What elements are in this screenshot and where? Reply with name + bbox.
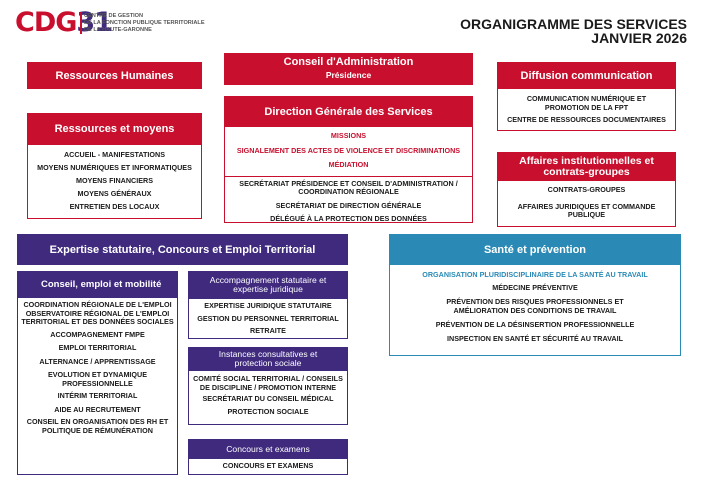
asj-item: Expertise juridique statutaire: [204, 301, 332, 310]
dgs-box: Missions Signalement des actes de violen…: [224, 126, 473, 223]
icps-box: Comité social territorial / conseils de …: [188, 370, 348, 425]
logo: CDG31: [15, 7, 113, 38]
cem-item: Aide au recrutement: [54, 404, 141, 414]
icps-header: Instances consultatives et protection so…: [188, 347, 348, 371]
rm-item: Moyens numériques et informatiques: [37, 163, 192, 172]
asj-item: Gestion du personnel territorial: [197, 313, 339, 323]
dgs-red-item: Médiation: [328, 160, 369, 169]
dgs-red-item: Signalement des actes de violence et dis…: [236, 145, 461, 155]
rh-header: Ressources Humaines: [27, 62, 202, 89]
icps-item: Protection sociale: [227, 406, 309, 416]
sp-header: Santé et prévention: [389, 234, 681, 265]
esc-header: Expertise statutaire, Concours et Emploi…: [17, 234, 348, 265]
cem-item: Evolution et dynamique professionnelle: [47, 370, 148, 388]
cem-item: Accompagnement FMPE: [50, 329, 145, 339]
sp-teal-item: Organisation pluridisciplinaire de la sa…: [422, 270, 648, 279]
dc-box: Communication numérique et promotion de …: [497, 88, 676, 131]
ce-box: Concours et examens: [188, 458, 348, 475]
rm-box: Accueil - Manifestations Moyens numériqu…: [27, 144, 202, 219]
asj-box: Expertise juridique statutaire Gestion d…: [188, 298, 348, 339]
ce-header: Concours et examens: [188, 439, 348, 459]
dgs-item: Secrétariat Présidence et Conseil d'Admi…: [239, 178, 458, 196]
rm-item: Moyens généraux: [77, 189, 152, 198]
dgs-item: Délégué à la protection des données: [270, 214, 427, 223]
page-title: ORGANIGRAMME DES SERVICES JANVIER 2026: [460, 16, 687, 46]
sp-item: Inspection en santé et sécurité au trava…: [447, 333, 623, 343]
logo-divider: [80, 12, 82, 34]
cem-item: Conseil en organisation des RH et politi…: [26, 417, 169, 435]
icps-item: Comité social territorial / conseils de …: [193, 374, 343, 392]
cem-header: Conseil, emploi et mobilité: [17, 271, 178, 298]
dc-item: Communication numérique et promotion de …: [526, 94, 647, 112]
dgs-red-item: Missions: [330, 131, 367, 140]
asj-item: Retraite: [250, 326, 286, 335]
dgs-separator: [225, 175, 472, 177]
sp-item: Prévention de la désinsertion profession…: [435, 320, 635, 329]
aic-item: Contrats-groupes: [547, 185, 626, 194]
dgs-item: Secrétariat de Direction Générale: [275, 200, 422, 210]
ca-header: Conseil d'Administration Présidence: [224, 53, 473, 85]
rm-item: Entretien des locaux: [69, 202, 160, 211]
cem-item: Intérim territorial: [57, 391, 138, 400]
logo-subtitle: Centre de gestion de la fonction publiqu…: [84, 13, 205, 33]
rm-item: Moyens financiers: [75, 176, 154, 185]
rm-header: Ressources et moyens: [27, 113, 202, 145]
aic-item: Affaires juridiques et commande publique: [517, 201, 656, 219]
aic-header: Affaires institutionnelles et contrats-g…: [497, 152, 676, 181]
dc-item: Centre de ressources documentaires: [507, 115, 666, 124]
cem-item: Emploi territorial: [58, 343, 137, 352]
rm-item: Accueil - Manifestations: [63, 150, 166, 159]
cem-item: Alternance / apprentissage: [39, 356, 156, 366]
aic-box: Contrats-groupes Affaires juridiques et …: [497, 180, 676, 227]
sp-box: Organisation pluridisciplinaire de la sa…: [389, 264, 681, 356]
sp-item: Prévention des risques professionnels et…: [446, 297, 624, 315]
ce-item: Concours et examens: [222, 461, 314, 470]
asj-header: Accompagnement statutaire et expertise j…: [188, 271, 348, 299]
icps-item: Secrétariat du conseil médical: [202, 394, 334, 403]
cem-item: Coordination régionale de l'emploi Obser…: [21, 300, 174, 326]
cem-box: Coordination régionale de l'emploi Obser…: [17, 297, 178, 475]
sp-item: Médecine préventive: [492, 282, 578, 292]
dgs-header: Direction Générale des Services: [224, 96, 473, 127]
dc-header: Diffusion communication: [497, 62, 676, 89]
